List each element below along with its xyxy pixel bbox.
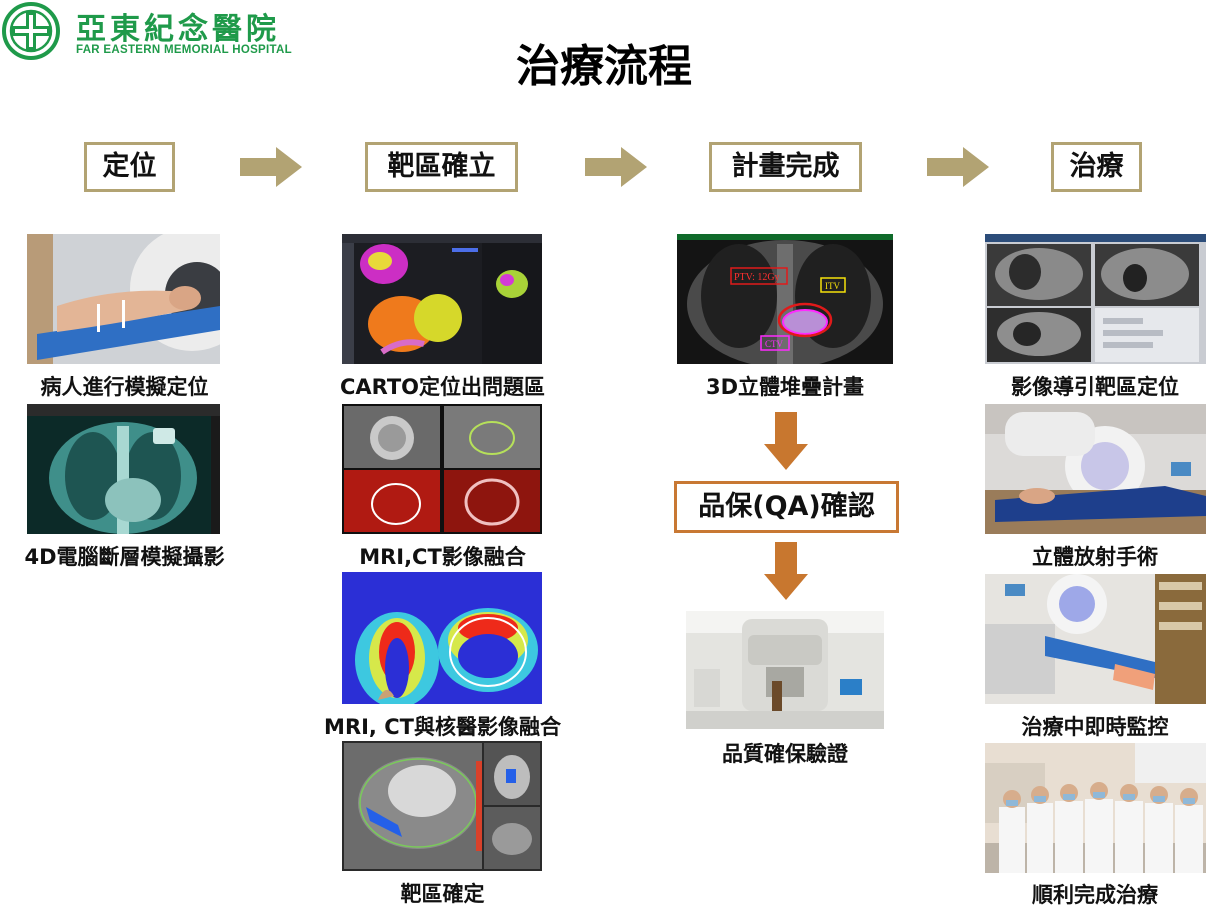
down-arrow-icon: [764, 412, 808, 470]
4d-ct-image: [27, 404, 220, 534]
ptv-label: PTV: 12Gy: [734, 272, 780, 283]
itv-label: ITV: [825, 281, 840, 291]
caption-simulation-positioning: 病人進行模擬定位: [40, 375, 209, 399]
page-title: 治療流程: [516, 41, 692, 92]
target-confirmation-image: [342, 741, 542, 871]
stage-treatment: 治療: [1051, 142, 1142, 192]
image-guided-positioning-screen: [985, 234, 1206, 364]
3d-plan-image: PTV: 12Gy ITV CTV: [677, 234, 893, 364]
hospital-logo: 亞東紀念醫院 FAR EASTERN MEMORIAL HOSPITAL: [2, 2, 302, 62]
caption-stereotactic-radiosurgery: 立體放射手術: [1032, 545, 1158, 569]
hospital-cross-icon: [2, 2, 60, 60]
ct-simulation-photo: [27, 234, 220, 364]
caption-4d-ct-simulation: 4D電腦斷層模擬攝影: [24, 545, 225, 569]
linac-qa-photo: [686, 611, 884, 729]
caption-image-guided-positioning: 影像導引靶區定位: [1011, 375, 1179, 399]
caption-qa-verification: 品質確保驗證: [722, 742, 848, 766]
caption-realtime-monitoring: 治療中即時監控: [1021, 715, 1169, 739]
flow-arrow-icon: [240, 147, 302, 187]
team-photo: [985, 743, 1206, 873]
flow-arrow-icon: [927, 147, 989, 187]
logo-name-english: FAR EASTERN MEMORIAL HOSPITAL: [76, 44, 292, 56]
caption-treatment-completed: 順利完成治療: [1032, 883, 1158, 907]
caption-mri-ct-fusion: MRI,CT影像融合: [359, 545, 526, 569]
stereotactic-radiosurgery-photo: [985, 404, 1206, 534]
down-arrow-icon: [764, 542, 808, 600]
caption-mri-ct-nuclear-fusion: MRI, CT與核醫影像融合: [324, 715, 561, 739]
ctv-label: CTV: [765, 339, 784, 349]
caption-target-confirmed: 靶區確定: [400, 882, 485, 906]
logo-name-chinese: 亞東紀念醫院: [76, 12, 280, 47]
stage-target-definition: 靶區確立: [365, 142, 518, 192]
flow-arrow-icon: [585, 147, 647, 187]
realtime-monitoring-photo: [985, 574, 1206, 704]
carto-mapping-image: [342, 234, 542, 364]
nuclear-fusion-image: [342, 572, 542, 704]
mri-ct-fusion-image: [342, 404, 542, 534]
qa-confirmation-box: 品保(QA)確認: [674, 481, 899, 533]
caption-carto-mapping: CARTO定位出問題區: [339, 375, 546, 399]
stage-plan-complete: 計畫完成: [709, 142, 862, 192]
stage-positioning: 定位: [84, 142, 175, 192]
caption-3d-plan: 3D立體堆疊計畫: [705, 375, 865, 399]
